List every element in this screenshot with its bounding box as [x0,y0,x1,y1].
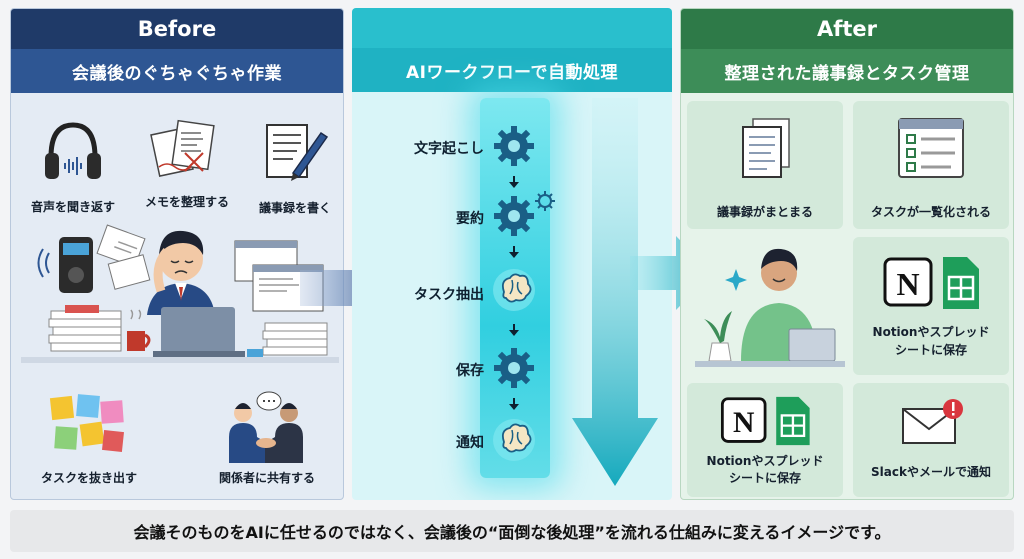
after-item-label: 議事録がまとまる [716,205,813,219]
after-card: タスクが一覧化される [853,101,1009,229]
headphones-icon [45,122,101,179]
handshake-icon [229,391,303,463]
gear-icon [494,348,534,388]
arrow-down-icon [509,176,519,188]
gear-icon [494,126,534,166]
after-panel: After 整理された議事録とタスク管理 議事録がまとまる タスクが一覧化される [680,8,1014,500]
ai-step-label: タスク抽出 [414,287,484,303]
mail-alert-icon [902,399,963,444]
after-item-label-line2: シートに保存 [894,343,967,357]
ai-step-label: 要約 [456,211,484,227]
ai-panel: AIワークフローで自動処理 文字起こし 要約 タスク抽出 [352,8,672,500]
brain-icon [493,269,535,311]
big-down-arrow-icon [572,98,658,486]
after-card: Slackやメールで通知 [853,383,1009,497]
document-pen-icon [266,124,329,181]
before-item-label: タスクを抜き出す [40,471,137,485]
after-card: N Notionやスプレッド シートに保存 [687,383,843,497]
ai-title [352,8,672,48]
after-item-label: Notionやスプレッド シートに保存 [687,453,843,487]
after-item-label-line2: シートに保存 [728,471,801,485]
after-subtitle: 整理された議事録とタスク管理 [681,49,1013,93]
messy-notes-icon [150,119,215,177]
after-card: N Notionやスプレッド シートに保存 [853,237,1009,375]
small-gear-icon [535,191,555,211]
arrow-down-icon [509,324,519,336]
after-item-label: タスクが一覧化される [870,205,991,219]
footer-caption: 会議そのものをAIに任せるのではなく、会議後の“面倒な後処理”を流れる仕組みに変… [10,510,1014,552]
after-title: After [681,9,1013,49]
checklist-icon [898,118,964,178]
before-item-label: 音声を聞き返す [30,200,115,214]
ai-subtitle: AIワークフローで自動処理 [352,48,672,92]
ai-step-label: 通知 [456,435,484,451]
stressed-worker-illustration [21,224,339,363]
notion-sheets-icon: N [720,396,810,446]
after-item-label-line1: Notionやスプレッド [706,454,824,468]
svg-text:N: N [733,407,755,439]
after-item-label: Notionやスプレッド シートに保存 [853,323,1009,359]
ai-step-label: 保存 [456,363,484,379]
calm-worker-illustration [695,248,845,367]
documents-icon [742,118,790,178]
svg-text:N: N [896,266,919,302]
footer-text: 会議そのものをAIに任せるのではなく、会議後の“面倒な後処理”を流れる仕組みに変… [133,523,891,542]
before-item-label: 関係者に共有する [218,471,315,485]
sticky-notes-icon [49,394,124,452]
notion-sheets-icon: N [883,257,979,309]
after-card: 議事録がまとまる [687,101,843,229]
after-item-label: Slackやメールで通知 [871,465,991,479]
gear-icon [494,196,534,236]
before-title: Before [11,9,343,49]
before-item-label: 議事録を書く [258,201,331,215]
arrow-down-icon [509,246,519,258]
ai-step-label: 文字起こし [414,141,484,157]
brain-icon [493,419,535,461]
before-panel: Before 会議後のぐちゃぐちゃ作業 音声を聞き返す メモを整理する 議事録を… [10,8,344,500]
arrow-down-icon [509,398,519,410]
before-item-label: メモを整理する [144,195,229,209]
before-subtitle: 会議後のぐちゃぐちゃ作業 [11,49,343,93]
after-item-label-line1: Notionやスプレッド [872,325,990,339]
